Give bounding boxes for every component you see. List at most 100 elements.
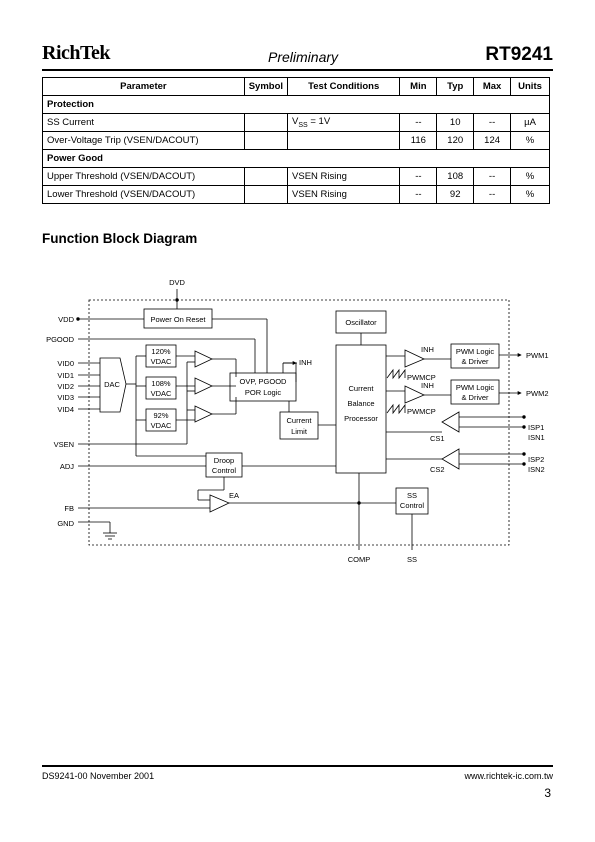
pin-vid3: VID3 [57, 393, 74, 402]
cell-parameter: SS Current [42, 113, 245, 132]
pin-vid1: VID1 [57, 371, 74, 380]
cell-test-conditions: VSEN Rising [287, 185, 401, 204]
pwm-comparators [386, 349, 451, 415]
pwm-logic-driver-1-block [450, 343, 500, 369]
cell-max: -- [473, 185, 512, 204]
cell-parameter: Lower Threshold (VSEN/DACOUT) [42, 185, 245, 204]
cell-test-conditions: VSEN Rising [287, 167, 401, 186]
current-sense-amplifiers [386, 411, 526, 470]
table-row: SS Current VSS = 1V -- 10 -- µA [42, 113, 550, 132]
pwm2-line1: PWM Logic [456, 383, 495, 392]
pwm2-line2: & Driver [461, 393, 489, 402]
pin-vid4: VID4 [57, 405, 74, 414]
cbp-line2: Balance [347, 399, 374, 408]
ovp-label-line2: POR Logic [245, 388, 282, 397]
pwm1-line2: & Driver [461, 357, 489, 366]
pin-isn1: ISN1 [528, 433, 545, 442]
pin-ss: SS [407, 555, 417, 564]
cell-max: 124 [473, 131, 512, 150]
vdac-92-label: VDAC [151, 421, 172, 430]
cell-typ: 108 [436, 167, 475, 186]
error-amplifier [209, 494, 230, 513]
col-symbol: Symbol [243, 77, 289, 96]
oscillator-label: Oscillator [345, 318, 377, 327]
electrical-spec-table: Parameter Symbol Test Conditions Min Typ… [42, 77, 550, 204]
section-row-power-good: Power Good [42, 149, 550, 168]
cell-min: -- [399, 167, 438, 186]
pin-gnd: GND [57, 519, 74, 528]
pin-comp: COMP [348, 555, 371, 564]
vdac-108-label: VDAC [151, 389, 172, 398]
col-test-conditions: Test Conditions [287, 77, 401, 96]
cell-min: 116 [399, 131, 438, 150]
chip-boundary [88, 299, 510, 546]
vid-wires [78, 362, 100, 410]
pwmcp-2-label: PWMCP [407, 407, 436, 416]
current-limit-block [279, 411, 319, 440]
ovp-pgood-por-logic-block [229, 372, 297, 402]
pwm-logic-driver-2-block [450, 379, 500, 405]
pin-isp1: ISP1 [528, 423, 544, 432]
section-title: Power Good [42, 149, 550, 168]
table-header-row: Parameter Symbol Test Conditions Min Typ… [42, 77, 550, 96]
cell-symbol [243, 113, 289, 132]
current-limit-line2: Limit [291, 427, 308, 436]
ss-line1: SS [407, 491, 417, 500]
website-link[interactable]: www.richtek-ic.com.tw [464, 771, 553, 781]
inh-2-label: INH [421, 381, 434, 390]
col-min: Min [399, 77, 438, 96]
inh-1-label: INH [421, 345, 434, 354]
cell-min: -- [399, 113, 438, 132]
inh-output-label: INH [299, 358, 312, 367]
pin-pwm2: PWM2 [526, 389, 549, 398]
cond-rest: = 1V [307, 116, 331, 128]
cs2-label: CS2 [430, 465, 445, 474]
header-rule [42, 69, 553, 71]
section-row-protection: Protection [42, 95, 550, 114]
cs1-label: CS1 [430, 434, 445, 443]
cell-units: µA [510, 113, 550, 132]
vdac-92-pct: 92% [153, 411, 168, 420]
cell-parameter: Upper Threshold (VSEN/DACOUT) [42, 167, 245, 186]
preliminary-label: Preliminary [268, 49, 339, 65]
current-balance-processor-block [335, 344, 387, 474]
pin-adj: ADJ [60, 462, 74, 471]
section-heading: Function Block Diagram [42, 231, 198, 246]
section-title: Protection [42, 95, 550, 114]
col-units: Units [510, 77, 550, 96]
ovp-comparators [176, 350, 237, 423]
document-id: DS9241-00 November 2001 [42, 771, 155, 781]
droop-line2: Control [212, 466, 237, 475]
current-limit-line1: Current [286, 416, 312, 425]
power-on-reset-label: Power On Reset [150, 315, 206, 324]
cell-units: % [510, 131, 550, 150]
page-number: 3 [544, 786, 551, 800]
cell-typ: 10 [436, 113, 475, 132]
dac-block [99, 357, 127, 413]
vdac-108-block [145, 376, 177, 400]
pin-vsen: VSEN [54, 440, 74, 449]
cell-typ: 120 [436, 131, 475, 150]
dvd-pin-dot [175, 298, 179, 302]
table-row: Over-Voltage Trip (VSEN/DACOUT) 116 120 … [42, 131, 550, 150]
droop-line1: Droop [214, 456, 234, 465]
cond-sub: SS [298, 121, 308, 129]
cell-units: % [510, 167, 550, 186]
pin-pwm1: PWM1 [526, 351, 549, 360]
cell-symbol [243, 131, 289, 150]
vdac-120-pct: 120% [151, 347, 171, 356]
table-row: Upper Threshold (VSEN/DACOUT) VSEN Risin… [42, 167, 550, 186]
cell-typ: 92 [436, 185, 475, 204]
pin-vid0: VID0 [57, 359, 74, 368]
footer-rule [42, 765, 553, 767]
pwmcp-1-label: PWMCP [407, 373, 436, 382]
col-parameter: Parameter [42, 77, 245, 96]
cbp-line3: Processor [344, 414, 378, 423]
pin-vdd: VDD [58, 315, 74, 324]
vdac-120-label: VDAC [151, 357, 172, 366]
pwm1-line1: PWM Logic [456, 347, 495, 356]
cell-symbol [243, 167, 289, 186]
ea-label: EA [229, 491, 239, 500]
cell-max: -- [473, 113, 512, 132]
pin-vid2: VID2 [57, 382, 74, 391]
